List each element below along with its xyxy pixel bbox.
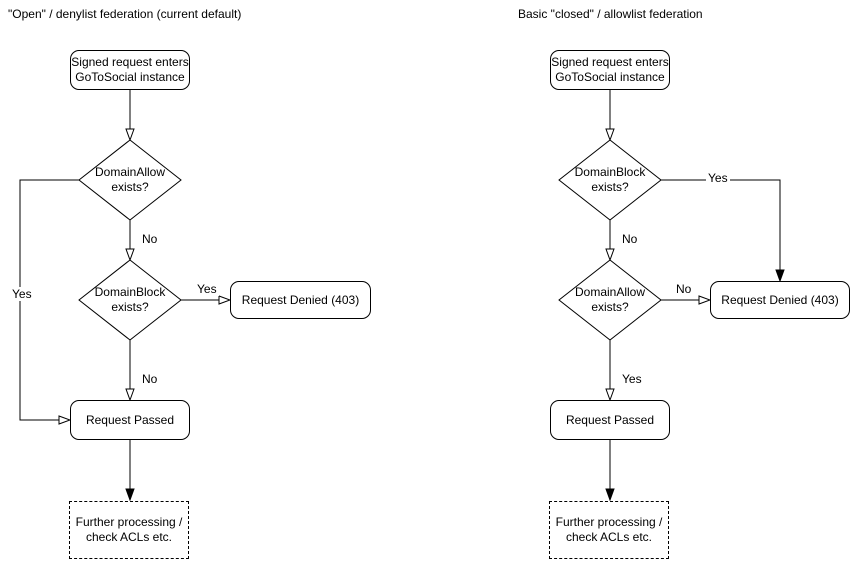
- left-edge-label-yes-1: Yes: [10, 287, 34, 301]
- right-request-denied-node: Request Denied (403): [710, 281, 850, 319]
- right-edge-label-no-1: No: [620, 232, 640, 246]
- right-further-processing-node: Further processing / check ACLs etc.: [549, 501, 669, 559]
- right-edge-label-yes-1: Yes: [706, 171, 730, 185]
- edge-right-domainblock-yes-to-denied: [661, 179, 780, 281]
- right-decision-domainallow-label: DomainAllow exists?: [574, 285, 646, 314]
- left-edge-label-no-1: No: [140, 232, 160, 246]
- left-decision-domainblock-label: DomainBlock exists?: [94, 285, 166, 314]
- left-request-denied-node: Request Denied (403): [230, 281, 371, 319]
- right-decision-domainblock-shape: [558, 139, 662, 221]
- left-decision-domainallow-shape: [78, 139, 182, 221]
- right-edge-label-yes-2: Yes: [620, 372, 644, 386]
- left-request-passed-node: Request Passed: [70, 400, 190, 440]
- left-start-node: Signed request enters GoToSocial instanc…: [70, 50, 190, 90]
- right-decision-domainblock-label: DomainBlock exists?: [574, 165, 646, 194]
- right-start-node: Signed request enters GoToSocial instanc…: [550, 50, 670, 90]
- right-chart-title: Basic "closed" / allowlist federation: [518, 7, 703, 21]
- left-decision-domainallow-label: DomainAllow exists?: [94, 165, 166, 194]
- left-chart-title: "Open" / denylist federation (current de…: [8, 7, 242, 21]
- left-further-processing-node: Further processing / check ACLs etc.: [69, 501, 189, 559]
- left-edge-label-yes-2: Yes: [195, 282, 219, 296]
- right-decision-domainallow-shape: [558, 259, 662, 341]
- right-request-passed-node: Request Passed: [550, 400, 670, 440]
- left-edge-label-no-2: No: [140, 372, 160, 386]
- right-edge-label-no-2: No: [674, 282, 694, 296]
- left-decision-domainblock-shape: [78, 259, 182, 341]
